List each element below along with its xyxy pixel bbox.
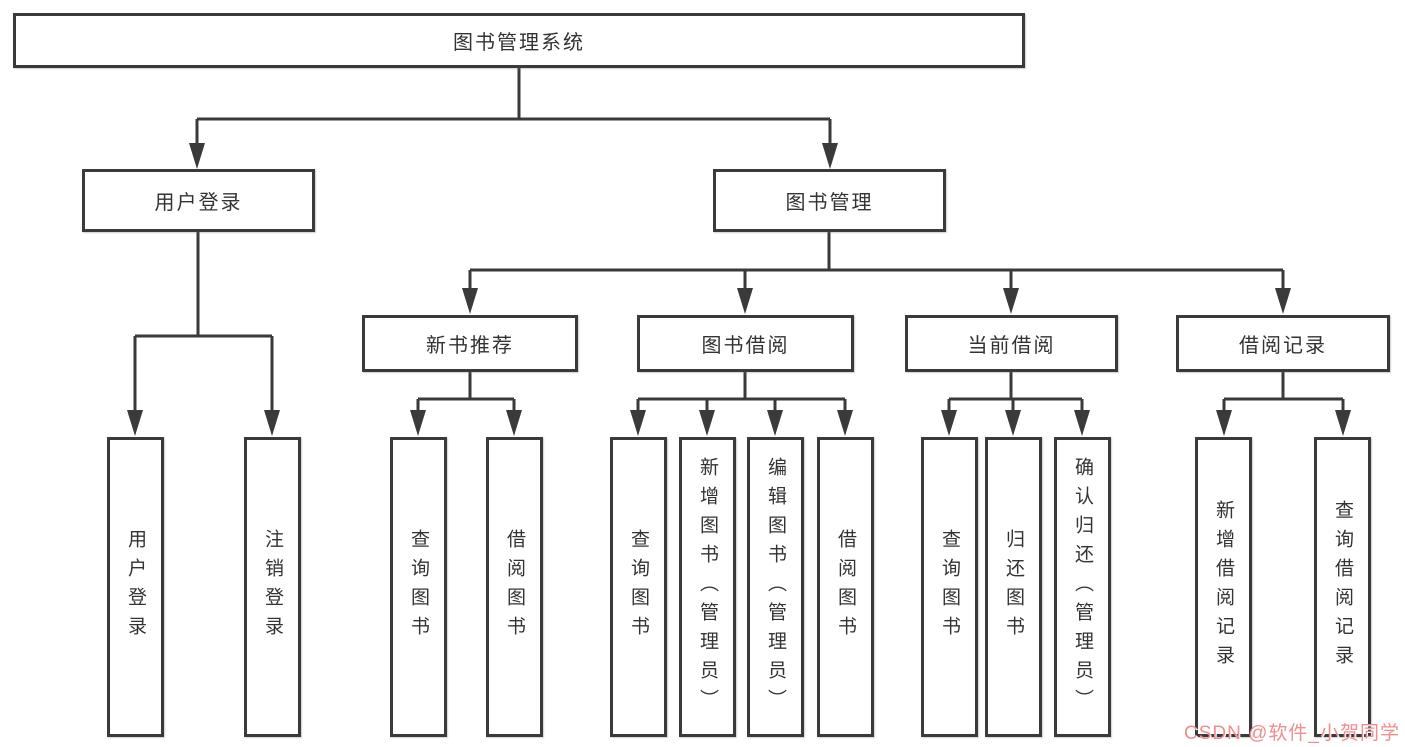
node-root: 图书管理系统 [13,13,1025,68]
leaf-cb-confirm-return: 确认归还（管理员） [1054,437,1111,737]
leaf-bb-edit-books: 编辑图书（管理员） [747,437,804,737]
arrowheads [127,143,1351,436]
node-book-mgmt: 图书管理 [713,169,946,232]
node-current-borrow: 当前借阅 [905,315,1118,372]
connector-root-to-level2 [195,68,832,145]
leaf-nb-borrow-books: 借阅图书 [486,437,543,737]
csdn-watermark: CSDN @软件_小贺同学 [1184,723,1400,744]
leaf-bb-borrow-books: 借阅图书 [817,437,874,737]
leaf-bb-add-books: 新增图书（管理员） [679,437,736,737]
leaf-cb-return-books: 归还图书 [985,437,1042,737]
node-new-book-rec: 新书推荐 [362,315,578,372]
node-user-login: 用户登录 [82,169,315,232]
node-borrow-record: 借阅记录 [1176,315,1390,372]
connector-borrow-record-to-leaves [1222,372,1345,412]
leaf-user-login: 用户登录 [107,437,164,737]
connector-user-login-to-leaves [133,232,274,412]
leaf-bb-query-books: 查询图书 [610,437,667,737]
connector-current-borrow-to-leaves [947,372,1084,412]
connector-book-mgmt-to-level3 [468,232,1285,290]
leaf-br-add-record: 新增借阅记录 [1195,437,1252,737]
node-book-borrow: 图书借阅 [637,315,854,372]
leaf-nb-query-books: 查询图书 [390,437,447,737]
connector-book-borrow-to-leaves [636,372,847,412]
leaf-logout: 注销登录 [244,437,301,737]
leaf-cb-query-books: 查询图书 [921,437,978,737]
leaf-br-query-record: 查询借阅记录 [1314,437,1371,737]
connector-new-book-rec-to-leaves [416,372,516,412]
